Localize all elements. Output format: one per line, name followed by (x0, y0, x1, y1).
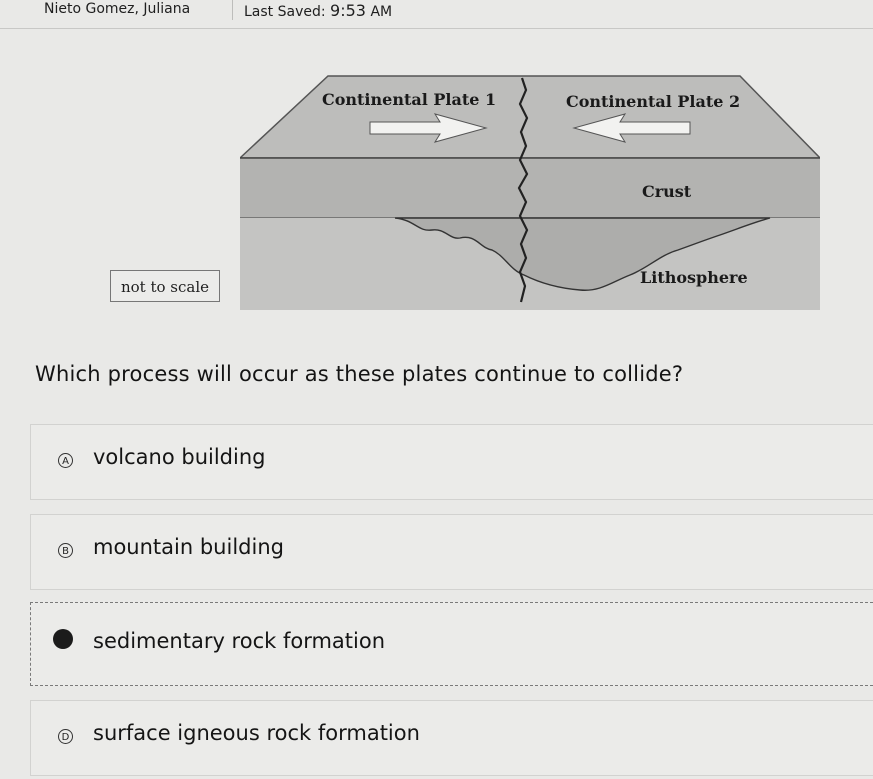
last-saved-time: 9:53 (330, 1, 366, 20)
question-text: Which process will occur as these plates… (35, 362, 684, 386)
last-saved-ampm: AM (370, 4, 393, 20)
last-saved-status: Last Saved: 9:53 AM (244, 1, 392, 20)
option-a-text: volcano building (93, 445, 266, 469)
answer-option-a[interactable]: A volcano building (30, 424, 873, 500)
lithosphere-label: Lithosphere (640, 268, 748, 287)
plate-boundary-diagram: Continental Plate 1 Continental Plate 2 … (238, 70, 822, 310)
top-bar: Nieto Gomez, Juliana Last Saved: 9:53 AM (0, 0, 873, 29)
option-c-selected-icon (53, 629, 73, 649)
plate1-label: Continental Plate 1 (322, 90, 497, 109)
answer-option-b[interactable]: B mountain building (30, 514, 873, 590)
last-saved-label: Last Saved: (244, 4, 326, 20)
diagram-illustration (238, 75, 822, 310)
answer-option-c[interactable]: sedimentary rock formation (30, 602, 873, 686)
crust-label: Crust (642, 182, 692, 201)
top-bar-divider (232, 0, 233, 20)
answer-option-d[interactable]: D surface igneous rock formation (30, 700, 873, 776)
option-d-badge-icon: D (58, 729, 73, 744)
option-a-badge-icon: A (58, 453, 73, 468)
option-b-text: mountain building (93, 535, 284, 559)
scale-note: not to scale (110, 270, 220, 302)
plate2-label: Continental Plate 2 (566, 92, 741, 111)
student-name: Nieto Gomez, Juliana (44, 1, 191, 17)
option-c-text: sedimentary rock formation (93, 629, 386, 653)
option-d-text: surface igneous rock formation (93, 721, 420, 745)
option-b-badge-icon: B (58, 543, 73, 558)
